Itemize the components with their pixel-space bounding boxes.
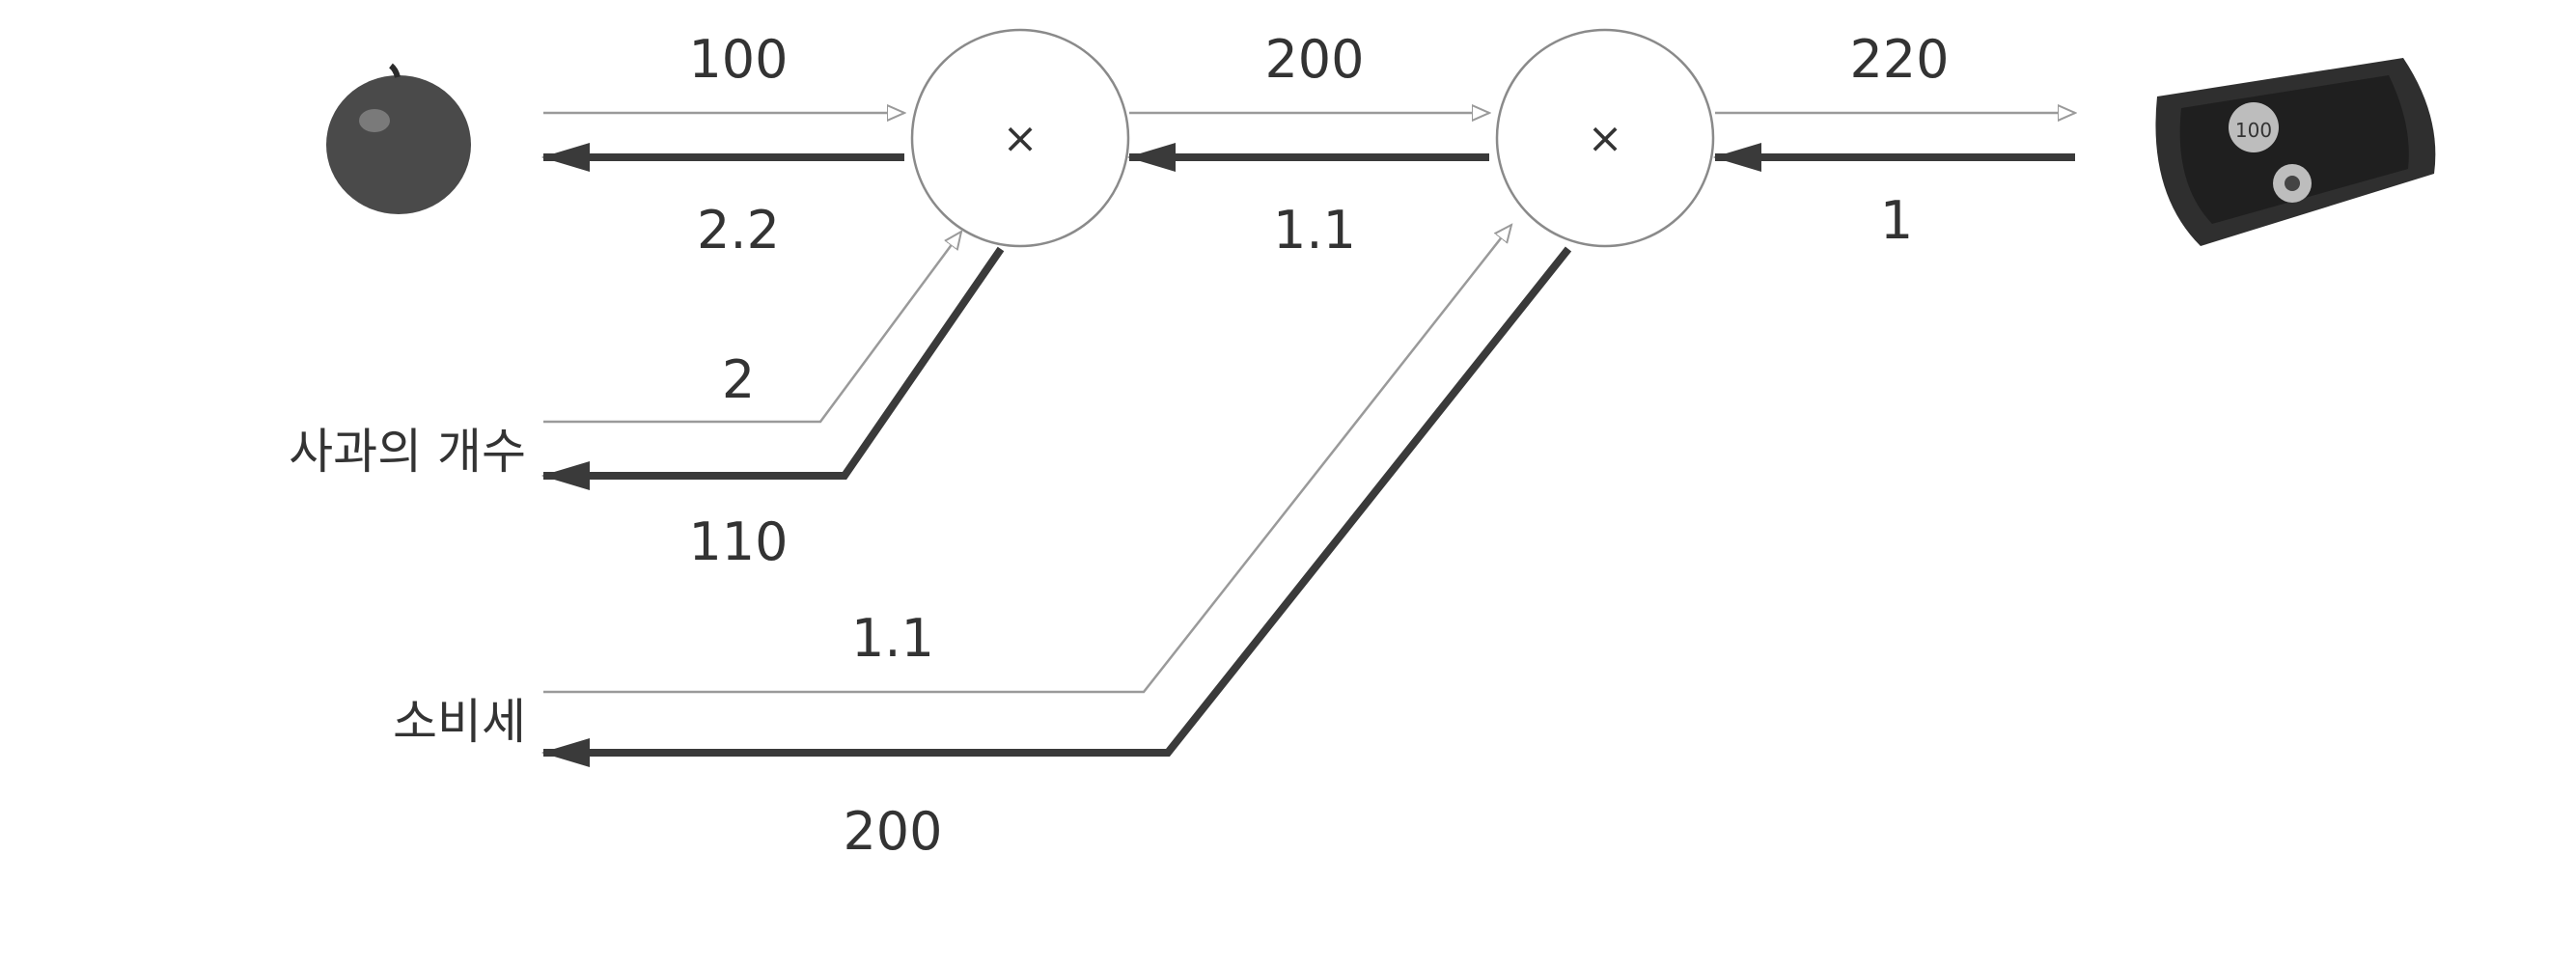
backward-arrow-tax bbox=[541, 246, 1572, 767]
forward-value-apple-count: 2 bbox=[722, 349, 755, 410]
multiply-node-2: × bbox=[1495, 28, 1715, 248]
backward-value-apple-total: 1.1 bbox=[1273, 200, 1356, 261]
tax-label: 소비세 bbox=[393, 694, 526, 750]
backward-value-apple-price: 2.2 bbox=[697, 200, 780, 261]
forward-arrow-apple-count bbox=[543, 232, 961, 424]
apple-count-label: 사과의 개수 bbox=[289, 424, 526, 480]
forward-value-apple-total: 200 bbox=[1264, 29, 1364, 90]
backward-value-apple-count: 110 bbox=[688, 511, 788, 572]
forward-arrow-tax bbox=[543, 225, 1511, 694]
multiply-node-1: × bbox=[910, 28, 1130, 248]
backward-arrow-apple-count bbox=[541, 246, 1005, 490]
forward-value-final: 220 bbox=[1849, 29, 1949, 90]
backward-value-tax: 200 bbox=[843, 801, 942, 862]
backward-value-final: 1 bbox=[1880, 190, 1913, 251]
multiply-symbol: × bbox=[1588, 114, 1623, 163]
coin-tray-icon: 100 bbox=[2155, 58, 2436, 246]
forward-value-tax: 1.1 bbox=[851, 608, 934, 669]
coin-label: 100 bbox=[2235, 119, 2272, 142]
apple-icon bbox=[326, 63, 471, 214]
forward-value-apple-price: 100 bbox=[688, 29, 788, 90]
multiply-symbol: × bbox=[1003, 114, 1039, 163]
